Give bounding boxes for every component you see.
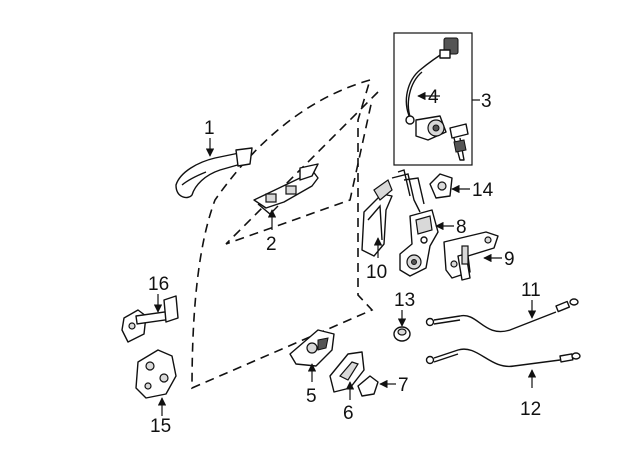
callout-5: 5 — [306, 386, 317, 407]
callout-15: 15 — [150, 416, 171, 437]
latch-shield — [361, 179, 393, 257]
callout-2: 2 — [266, 234, 277, 255]
door-keys — [449, 123, 469, 161]
callout-8: 8 — [456, 217, 467, 238]
lock-cylinder-box — [393, 32, 473, 166]
callout-16: 16 — [148, 274, 169, 295]
lock-cylinder — [415, 115, 447, 141]
inside-door-handle — [329, 351, 365, 393]
door-lock-latch — [391, 169, 439, 277]
callout-7: 7 — [398, 375, 409, 396]
callout-10: 10 — [366, 262, 387, 283]
lock-cable — [425, 348, 581, 368]
outside-door-handle — [175, 147, 253, 199]
callout-13: 13 — [394, 290, 415, 311]
inside-handle-bracket — [289, 329, 335, 367]
callout-14: 14 — [472, 180, 494, 201]
door-outline — [191, 78, 379, 390]
callout-9: 9 — [504, 249, 515, 270]
handle-bracket — [253, 163, 319, 215]
callout-1: 1 — [204, 118, 215, 139]
door-hinge — [443, 231, 499, 281]
rod-clip — [429, 173, 453, 199]
callout-11: 11 — [521, 280, 541, 301]
lock-rod — [405, 37, 459, 125]
handle-cap — [357, 375, 379, 397]
callout-6: 6 — [343, 403, 354, 424]
callout-4: 4 — [428, 87, 439, 108]
door-check — [121, 295, 179, 343]
callout-12: 12 — [520, 399, 541, 420]
callout-3: 3 — [481, 91, 492, 112]
latch-release-cable — [425, 298, 579, 333]
grommet — [393, 326, 411, 342]
hinge-bracket — [135, 349, 177, 399]
